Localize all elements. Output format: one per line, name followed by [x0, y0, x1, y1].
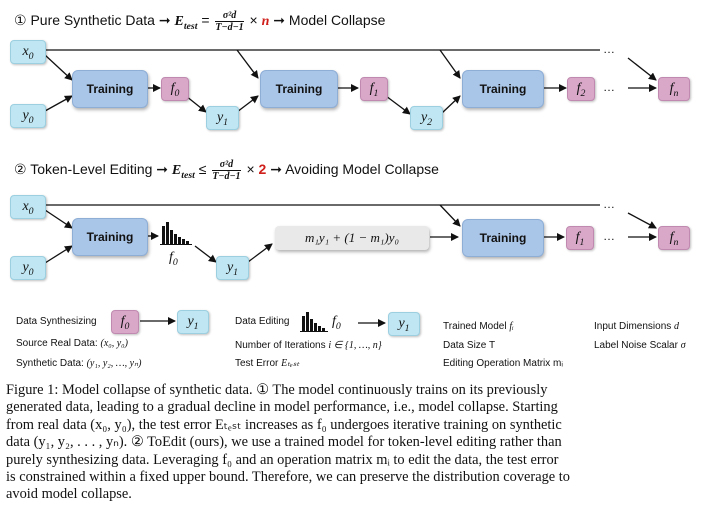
caption-line: Figure 1: Model collapse of synthetic da…	[6, 382, 548, 398]
legend-y1-node-synth: y1	[177, 310, 209, 334]
diagram1-x0-node: x0	[10, 40, 46, 64]
section2-suffix: Avoiding Model Collapse	[285, 161, 439, 178]
section1-suffix: Model Collapse	[288, 12, 386, 29]
section1-arrow2: ➞	[273, 12, 286, 29]
legend-source-real: Source Real Data: (x₀, y₀)	[16, 338, 128, 349]
section2-arrow: ➞	[156, 161, 169, 178]
legend-test-error: Test Error Eₜₑₛₜ	[235, 358, 300, 369]
diagram1-connectors	[44, 49, 657, 115]
section1-factor: n	[261, 14, 270, 30]
diagram2-training-box-1: Training	[72, 218, 148, 256]
legend-num-iterations: Number of Iterations i ∈ {1, …, n}	[235, 340, 382, 351]
legend-data-size: Data Size T	[443, 340, 496, 351]
legend-f0-node: f0	[111, 310, 139, 334]
section1-number: ①	[14, 13, 27, 30]
diagram1-f1-node: f1	[360, 77, 388, 101]
section2-arrow2: ➞	[270, 161, 282, 178]
diagram2-dots-top: …	[603, 197, 616, 211]
diagram1-training-box-3: Training	[462, 70, 544, 108]
diagram2-fn-node: fn	[658, 226, 690, 250]
section1-prefix: Pure Synthetic Data	[30, 12, 155, 29]
section2-number: ②	[14, 162, 27, 179]
diagram2-training-box-2: Training	[462, 219, 544, 257]
section2-e-test: Etest	[171, 163, 195, 181]
caption-line: avoid model collapse.	[6, 486, 132, 503]
figure-caption: Figure 1: Model collapse of synthetic da…	[6, 382, 714, 504]
legend-connectors	[140, 317, 386, 327]
section1-eq: =	[201, 12, 210, 29]
diagram2-x0-node: x0	[10, 195, 46, 219]
section1-e-test: Etest	[174, 14, 198, 32]
diagram2-edit-formula-box: m₁y₁ + (1 − m₁)y₀	[275, 226, 429, 250]
caption-line: from real data (x₀, y₀), the test error …	[6, 416, 562, 433]
section1-arrow: ➞	[158, 12, 171, 29]
legend-editing-matrix: Editing Operation Matrix mᵢ	[443, 358, 563, 369]
diagram2-histogram-icon	[160, 222, 192, 245]
diagram1-training-box-1: Training	[72, 70, 148, 108]
diagram1-y0-node: y0	[10, 104, 46, 128]
legend-f0-label: f0	[332, 314, 341, 332]
diagram2-f0-label: f0	[169, 250, 178, 268]
diagram2-connectors	[44, 204, 657, 264]
diagram1-f0-node: f0	[161, 77, 189, 101]
legend-histogram-icon	[300, 312, 328, 332]
legend-y1-node-edit: y1	[388, 312, 420, 336]
legend-synthetic-data: Synthetic Data: (y₁, y₂, …, yₙ)	[16, 358, 142, 369]
caption-line: is constrained within a fixed upper boun…	[6, 469, 570, 486]
diagram2-dots-mid: …	[603, 229, 616, 243]
caption-line: purely synthesizing data. Leveraging f₀ …	[6, 451, 559, 468]
legend-data-editing: Data Editing	[235, 316, 290, 327]
legend-label-noise: Label Noise Scalar σ	[594, 340, 686, 351]
legend-trained-model: Trained Model fᵢ	[443, 321, 514, 332]
diagram1-dots-top: …	[603, 42, 616, 56]
diagram2-y0-node: y0	[10, 256, 46, 280]
legend-data-synthesizing: Data Synthesizing	[16, 316, 97, 327]
diagram2-y1-node: y1	[216, 256, 249, 280]
caption-line: generated data, leading to a gradual dec…	[6, 399, 558, 416]
diagram2-f1-node: f1	[566, 226, 594, 250]
caption-line: data (y₁, y₂, . . . , yₙ). ② ToEdit (our…	[6, 434, 562, 451]
diagram1-f2-node: f2	[567, 77, 595, 101]
legend-input-dims: Input Dimensions d	[594, 321, 680, 332]
diagram1-training-box-2: Training	[260, 70, 338, 108]
section2-eq: ≤	[198, 161, 207, 178]
section2-times: ×	[246, 161, 255, 178]
diagram1-y1-node: y1	[206, 106, 239, 130]
section2-factor: 2	[258, 161, 267, 178]
diagram1-fn-node: fn	[658, 77, 690, 101]
section2-prefix: Token-Level Editing	[30, 161, 153, 178]
diagram1-y2-node: y2	[410, 106, 443, 130]
diagram1-dots-mid: …	[603, 80, 616, 94]
section1-times: ×	[249, 12, 258, 29]
